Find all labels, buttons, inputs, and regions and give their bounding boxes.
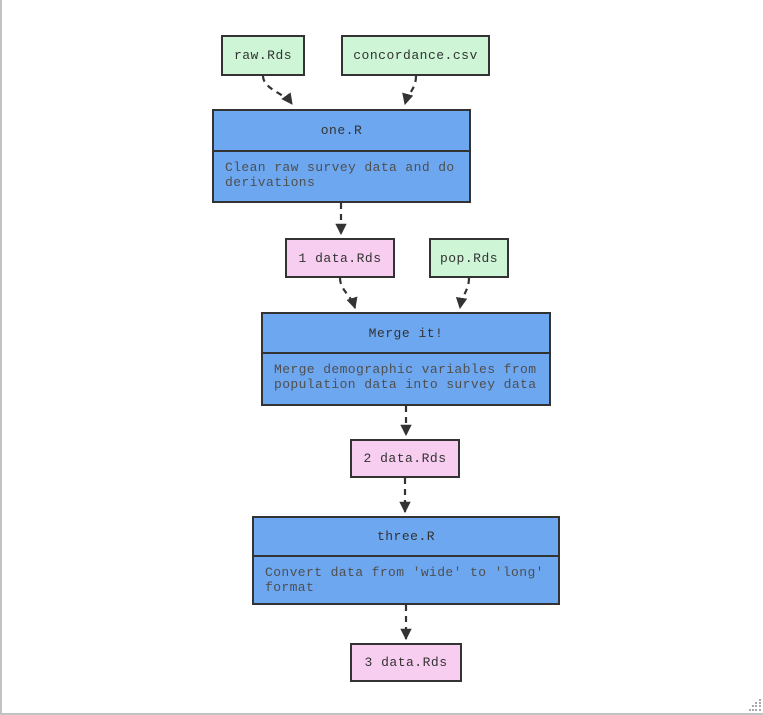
node-one-r: one.R Clean raw survey data and do deriv…	[212, 109, 471, 203]
node-raw-rds: raw.Rds	[221, 35, 305, 76]
node-3-data-rds: 3 data.Rds	[350, 643, 462, 682]
edge-concordance-to-one	[402, 75, 418, 106]
node-three-r-title: three.R	[254, 518, 558, 557]
resize-grip-icon[interactable]	[748, 698, 762, 712]
node-three-r: three.R Convert data from 'wide' to 'lon…	[252, 516, 560, 605]
node-merge-it-title: Merge it!	[263, 314, 549, 354]
edge-pop-to-merge	[455, 277, 471, 310]
node-concordance-csv: concordance.csv	[341, 35, 490, 76]
node-3-data-rds-label: 3 data.Rds	[364, 655, 448, 670]
node-1-data-rds-label: 1 data.Rds	[298, 250, 382, 266]
edge-data1-to-merge	[338, 277, 358, 310]
node-one-r-description: Clean raw survey data and do derivations	[225, 160, 455, 190]
node-one-r-title: one.R	[214, 111, 469, 152]
node-three-r-description: Convert data from 'wide' to 'long' forma…	[265, 565, 544, 595]
node-2-data-rds-label: 2 data.Rds	[363, 451, 447, 466]
node-pop-rds: pop.Rds	[429, 238, 509, 278]
node-2-data-rds: 2 data.Rds	[350, 439, 460, 478]
edge-raw-to-one	[261, 75, 293, 105]
node-merge-it: Merge it! Merge demographic variables fr…	[261, 312, 551, 406]
node-concordance-csv-label: concordance.csv	[353, 48, 478, 63]
node-merge-it-description: Merge demographic variables from populat…	[274, 362, 537, 392]
node-raw-rds-label: raw.Rds	[233, 48, 293, 63]
node-pop-rds-label: pop.Rds	[439, 250, 499, 266]
node-1-data-rds: 1 data.Rds	[285, 238, 395, 278]
